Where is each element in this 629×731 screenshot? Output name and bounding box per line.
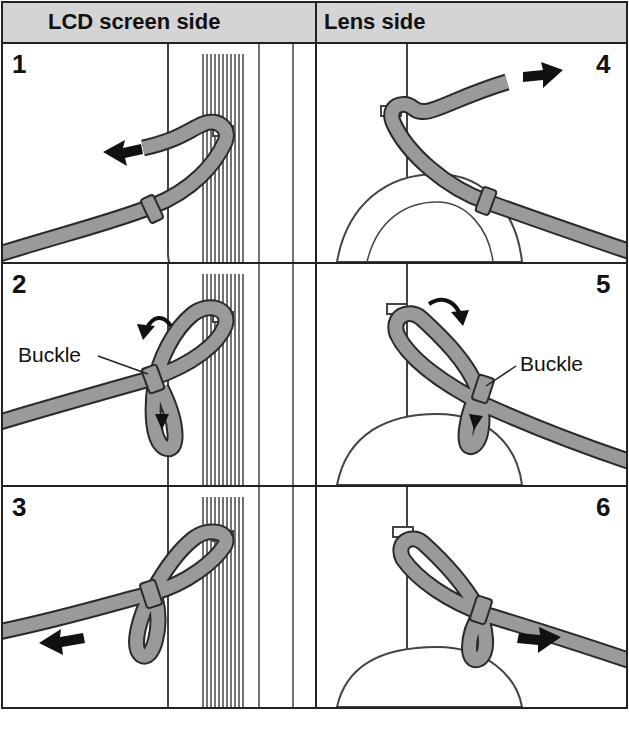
step-number: 3	[12, 493, 26, 522]
column-heading: Lens side	[324, 10, 425, 34]
part-label: Buckle	[518, 352, 585, 375]
step-number: 1	[12, 50, 26, 79]
step-number: 4	[596, 50, 610, 79]
step-number: 6	[596, 493, 610, 522]
part-label: Buckle	[16, 343, 83, 366]
step-number: 2	[12, 270, 26, 299]
step-number: 5	[596, 270, 610, 299]
column-heading: LCD screen side	[48, 10, 220, 34]
